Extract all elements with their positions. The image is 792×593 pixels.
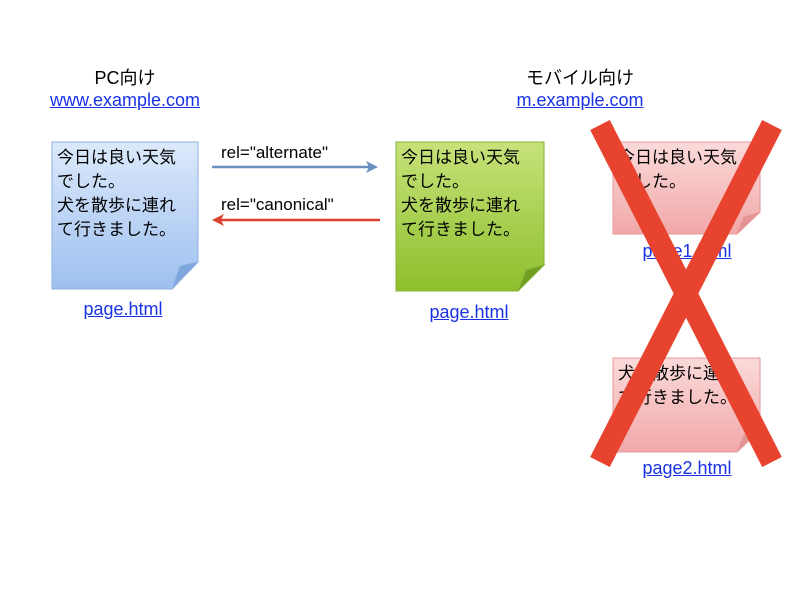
mobile-note-shape [395,141,546,292]
pc-page-link[interactable]: page.html [83,299,163,319]
alternate-arrow [212,161,378,173]
page2-link[interactable]: page2.html [642,458,732,478]
mobile-page-link[interactable]: page.html [429,302,509,322]
pc-note-shape [51,141,200,290]
cross-mark-icon [590,119,782,468]
mobile-domain-link[interactable]: m.example.com [516,90,644,110]
pc-note-text: 今日は良い天気 でした。 犬を散歩に連れ て行きました。 [57,148,176,240]
mobile-note-text: 今日は良い天気 でした。 犬を散歩に連れ て行きました。 [401,148,520,240]
canonical-label: rel="canonical" [221,195,334,214]
canonical-arrow [212,214,380,226]
mobile-heading: モバイル向け [526,68,634,88]
pc-heading: PC向け [94,68,156,88]
pc-domain-link[interactable]: www.example.com [49,90,201,110]
alternate-label: rel="alternate" [221,143,329,162]
